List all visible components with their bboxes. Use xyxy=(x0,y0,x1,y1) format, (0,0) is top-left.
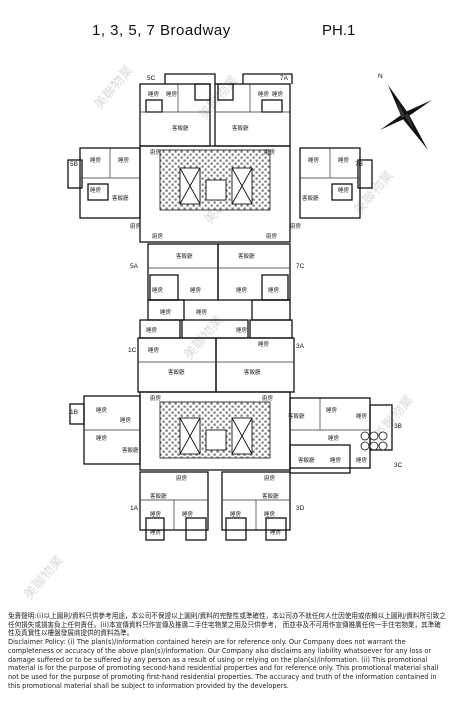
phase-label: PH.1 xyxy=(322,22,356,39)
room-label-bedroom: 睡房 xyxy=(152,286,164,294)
unit-label: 5C xyxy=(147,75,156,82)
room-label-living-dining: 客飯廳 xyxy=(172,124,189,132)
watermark-text: 美聯物業 xyxy=(91,62,137,112)
bathroom-fixtures xyxy=(360,431,388,451)
room-label-bedroom: 睡房 xyxy=(230,510,242,518)
compass-rose: N xyxy=(378,73,432,150)
disclaimer-chinese: 免責聲明:(i)以上圖則/資料只供參考用途，本公司不保證以上圖則/資料的完整性或… xyxy=(8,612,446,638)
room-label-living-dining: 客飯廳 xyxy=(244,368,261,376)
unit-label: 1C xyxy=(128,347,137,354)
room-label-bedroom: 睡房 xyxy=(308,156,320,164)
room-label-kitchen: 廚房 xyxy=(266,232,278,240)
room-label-bedroom: 睡房 xyxy=(146,326,158,334)
room-label-bedroom: 睡房 xyxy=(166,90,178,98)
unit-label: 5B xyxy=(70,161,78,168)
watermark-group: 美聯物業 美聯物業 美聯物業 美聯物業 美聯物業 美聯物業 美聯物業 xyxy=(21,62,417,602)
room-label-bedroom: 睡房 xyxy=(268,286,280,294)
room-label-kitchen: 廚房 xyxy=(152,232,164,240)
room-label-bedroom: 睡房 xyxy=(258,90,270,98)
room-labels: 睡房 睡房 睡房 睡房 客飯廳 客飯廳 廚房 廚房 睡房 睡房 睡房 睡房 睡房… xyxy=(90,90,368,536)
room-label-bedroom: 睡房 xyxy=(190,286,202,294)
room-label-bedroom: 睡房 xyxy=(96,434,108,442)
room-label-bedroom: 睡房 xyxy=(258,340,270,348)
room-label-living-dining: 客飯廳 xyxy=(112,194,129,202)
room-label-bedroom: 睡房 xyxy=(270,528,282,536)
room-label-bedroom: 睡房 xyxy=(264,510,276,518)
room-label-bedroom: 睡房 xyxy=(236,286,248,294)
room-label-bedroom: 睡房 xyxy=(236,326,248,334)
room-label-bedroom: 睡房 xyxy=(148,346,160,354)
room-label-living-dining: 客飯廳 xyxy=(288,412,305,420)
room-label-bedroom: 睡房 xyxy=(338,186,350,194)
disclaimer-block: 免責聲明:(i)以上圖則/資料只供參考用途，本公司不保證以上圖則/資料的完整性或… xyxy=(8,612,446,690)
unit-label: 5A xyxy=(130,263,139,270)
floor-plan-title: 1, 3, 5, 7 Broadway xyxy=(92,22,231,39)
room-label-living-dining: 客飯廳 xyxy=(176,252,193,260)
north-label: N xyxy=(378,73,383,80)
unit-label: 7C xyxy=(296,263,305,270)
unit-label: 7A xyxy=(280,75,289,82)
room-label-bedroom: 睡房 xyxy=(356,456,368,464)
room-label-kitchen: 廚房 xyxy=(262,394,274,402)
room-label-bedroom: 睡房 xyxy=(118,156,130,164)
room-label-bedroom: 睡房 xyxy=(196,308,208,316)
unit-label: 1A xyxy=(130,505,139,512)
room-label-kitchen: 廚房 xyxy=(150,148,162,156)
room-label-living-dining: 客飯廳 xyxy=(168,368,185,376)
unit-label: 3B xyxy=(394,423,402,430)
unit-label: 3D xyxy=(296,505,305,512)
room-label-living-dining: 客飯廳 xyxy=(238,252,255,260)
room-label-kitchen: 廚房 xyxy=(264,474,276,482)
floor-plan-drawing: 美聯物業 美聯物業 美聯物業 美聯物業 美聯物業 美聯物業 美聯物業 N xyxy=(21,62,432,603)
unit-label: 1B xyxy=(70,409,78,416)
unit-label: 3A xyxy=(296,343,305,350)
room-label-kitchen: 廚房 xyxy=(176,474,188,482)
unit-label: 3C xyxy=(394,462,403,469)
watermark-text: 美聯物業 xyxy=(196,72,242,122)
room-label-bedroom: 睡房 xyxy=(330,456,342,464)
room-label-living-dining: 客飯廳 xyxy=(150,492,167,500)
room-label-bedroom: 睡房 xyxy=(338,156,350,164)
room-label-kitchen: 廚房 xyxy=(130,222,142,230)
room-label-kitchen: 廚房 xyxy=(264,148,276,156)
room-label-bedroom: 睡房 xyxy=(272,90,284,98)
room-label-kitchen: 廚房 xyxy=(150,394,162,402)
room-label-bedroom: 睡房 xyxy=(328,434,340,442)
room-label-bedroom: 睡房 xyxy=(148,90,160,98)
room-label-bedroom: 睡房 xyxy=(182,510,194,518)
unit-label: 7B xyxy=(355,161,363,168)
room-label-bedroom: 睡房 xyxy=(326,406,338,414)
wall-outlines xyxy=(67,73,393,541)
room-label-bedroom: 睡房 xyxy=(90,186,102,194)
room-label-living-dining: 客飯廳 xyxy=(122,446,139,454)
watermark-text: 美聯物業 xyxy=(21,552,67,602)
room-label-bedroom: 睡房 xyxy=(96,406,108,414)
lift-shafts xyxy=(179,167,253,455)
room-label-bedroom: 睡房 xyxy=(120,416,132,424)
room-label-living-dining: 客飯廳 xyxy=(302,194,319,202)
internal-partitions xyxy=(80,84,370,530)
room-label-living-dining: 客飯廳 xyxy=(262,492,279,500)
room-label-living-dining: 客飯廳 xyxy=(232,124,249,132)
unit-labels: 5C 7A 5B 7B 5A 7C 1C 3A 1B 3B 3C 1A 3D xyxy=(70,75,403,512)
room-label-bedroom: 睡房 xyxy=(90,156,102,164)
room-label-living-dining: 客飯廳 xyxy=(298,456,315,464)
room-label-bedroom: 睡房 xyxy=(356,412,368,420)
room-label-kitchen: 廚房 xyxy=(290,222,302,230)
room-label-bedroom: 睡房 xyxy=(160,308,172,316)
disclaimer-english: Disclaimer Policy: (i) The plan(s)/infor… xyxy=(8,638,439,690)
room-label-bedroom: 睡房 xyxy=(150,528,162,536)
room-label-bedroom: 睡房 xyxy=(150,510,162,518)
